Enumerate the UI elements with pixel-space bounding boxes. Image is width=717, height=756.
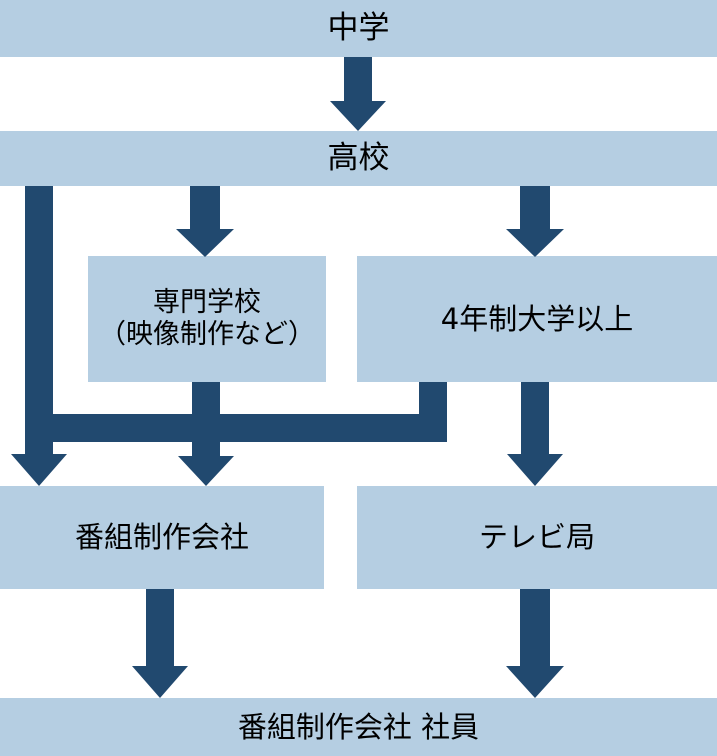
- node-senmon-gakko-label: 専門学校 （映像制作など）: [99, 287, 315, 350]
- node-bangumi-seisaku-gaisha-shain-label: 番組制作会社 社員: [237, 709, 480, 744]
- arrow-seisaku-to-shain: [131, 589, 188, 698]
- arrow-head: [506, 666, 564, 698]
- arrow-shaft: [190, 186, 220, 229]
- arrow-shaft: [24, 186, 53, 454]
- node-terebi-kyoku-label: テレビ局: [478, 520, 595, 555]
- arrow-shaft: [344, 57, 372, 101]
- arrow-koukou-to-seisaku-bypass: [10, 186, 67, 486]
- arrow-koukou-to-senmon: [176, 186, 234, 257]
- arrow-chugaku-to-koukou: [330, 57, 386, 131]
- arrow-terebi-to-shain: [506, 589, 564, 698]
- arrow-head: [330, 101, 386, 131]
- arrow-rail-to-seisaku: [178, 442, 234, 486]
- arrow-head: [506, 229, 564, 257]
- connector-stub-senmon: [192, 382, 220, 416]
- node-chugaku-label: 中学: [327, 10, 390, 47]
- node-chugaku[interactable]: 中学: [0, 0, 717, 57]
- arrow-shaft: [192, 442, 220, 456]
- node-yonensei-daigaku[interactable]: 4年制大学以上: [357, 256, 717, 382]
- node-terebi-kyoku[interactable]: テレビ局: [357, 486, 717, 589]
- arrow-head: [131, 666, 188, 698]
- arrow-head: [10, 454, 67, 486]
- arrow-shaft: [520, 186, 550, 229]
- connector-stub-daigaku: [419, 382, 447, 416]
- arrow-koukou-to-daigaku: [506, 186, 564, 257]
- node-bangumi-seisaku-gaisha[interactable]: 番組制作会社: [0, 486, 324, 589]
- node-koukou[interactable]: 高校: [0, 131, 717, 186]
- arrow-head: [176, 229, 234, 257]
- arrow-shaft: [520, 589, 550, 666]
- node-bangumi-seisaku-gaisha-shain[interactable]: 番組制作会社 社員: [0, 698, 717, 756]
- node-yonensei-daigaku-label: 4年制大学以上: [440, 301, 634, 336]
- arrow-head: [178, 456, 234, 486]
- node-senmon-gakko[interactable]: 専門学校 （映像制作など）: [88, 256, 326, 382]
- node-koukou-label: 高校: [327, 140, 390, 177]
- connector-horizontal-rail: [52, 414, 447, 442]
- node-bangumi-seisaku-gaisha-label: 番組制作会社: [74, 520, 249, 555]
- arrow-daigaku-to-terebi: [507, 382, 563, 486]
- arrow-shaft: [521, 382, 549, 454]
- arrow-head: [507, 454, 563, 486]
- arrow-shaft: [145, 589, 174, 666]
